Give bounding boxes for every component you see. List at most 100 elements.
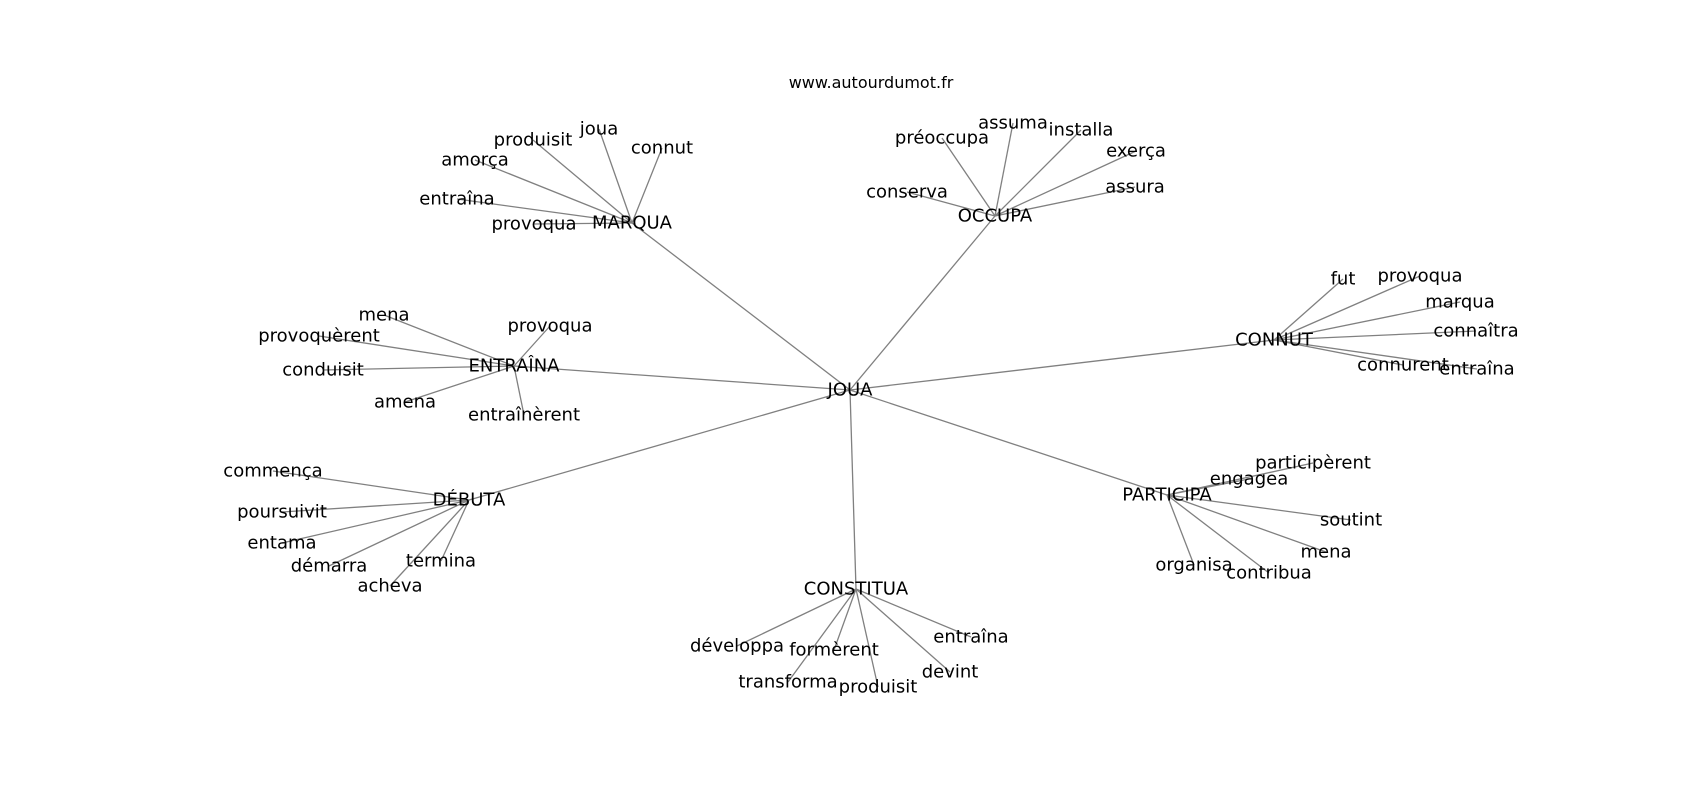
center-node[interactable]: JOUA [827, 380, 874, 401]
leaf-node[interactable]: devint [922, 662, 979, 683]
leaf-node[interactable]: produisit [494, 130, 573, 151]
edge-hub-to-leaf [1273, 301, 1461, 341]
leaf-node[interactable]: engagea [1210, 469, 1288, 490]
leaf-node[interactable]: joua [579, 119, 618, 140]
leaf-node[interactable]: participèrent [1255, 453, 1371, 474]
leaf-node[interactable]: connaîtra [1433, 321, 1518, 342]
leaf-node[interactable]: provoqua [492, 214, 577, 235]
edge-hub-to-leaf [440, 499, 470, 562]
edge-hub-to-leaf [456, 198, 633, 224]
leaf-node[interactable]: conduisit [282, 360, 364, 381]
leaf-node[interactable]: entama [247, 533, 316, 554]
leaf-node[interactable]: développa [690, 636, 784, 657]
leaf-node[interactable]: transforma [738, 672, 837, 693]
leaf-node[interactable]: commença [223, 461, 322, 482]
edge-hub-to-leaf [281, 499, 470, 544]
leaf-node[interactable]: préoccupa [895, 128, 989, 149]
leaf-node[interactable]: acheva [357, 576, 422, 597]
leaf-node[interactable]: amena [374, 392, 436, 413]
leaf-node[interactable]: marqua [1425, 292, 1495, 313]
edge-hub-to-leaf [532, 139, 633, 224]
leaf-node[interactable]: entraîna [419, 189, 494, 210]
hub-node[interactable]: ENTRAÎNA [468, 355, 560, 377]
edge-center-to-hub [849, 389, 1168, 496]
leaf-node[interactable]: formèrent [789, 640, 879, 661]
leaf-node[interactable]: entraîna [933, 627, 1008, 648]
hub-node[interactable]: DÉBUTA [433, 489, 506, 511]
leaf-node[interactable]: conserva [866, 182, 948, 203]
edge-hub-to-leaf [1273, 339, 1478, 370]
edge-hub-to-leaf [1166, 494, 1352, 521]
hub-node[interactable]: CONNUT [1235, 330, 1314, 351]
site-watermark: www.autourdumot.fr [788, 73, 954, 92]
hub-node[interactable]: CONSTITUA [804, 579, 909, 600]
edge-hub-to-leaf [1166, 494, 1327, 553]
leaf-node[interactable]: amorça [441, 150, 509, 171]
leaf-node[interactable]: organisa [1155, 555, 1232, 576]
edge-hub-to-leaf [1273, 339, 1404, 366]
edge-hub-to-leaf [1273, 330, 1477, 341]
edge-hub-to-leaf [513, 365, 525, 416]
leaf-node[interactable]: contribua [1226, 563, 1312, 584]
edge-hub-to-leaf [318, 335, 515, 367]
edge-hub-to-leaf [787, 588, 857, 683]
leaf-node[interactable]: entraîna [1439, 359, 1514, 380]
edge-hub-to-leaf [906, 191, 996, 217]
edge-hub-to-leaf [994, 122, 1014, 217]
leaf-node[interactable]: assura [1105, 177, 1165, 198]
edge-hub-to-leaf [994, 150, 1137, 217]
edge-center-to-hub [849, 215, 996, 391]
leaf-node[interactable]: démarra [291, 556, 368, 577]
edge-center-to-hub [468, 389, 851, 501]
leaf-node[interactable]: fut [1331, 269, 1356, 290]
edge-hub-to-leaf [533, 222, 633, 225]
edge-hub-to-leaf [272, 470, 470, 501]
leaf-node[interactable]: installa [1049, 120, 1114, 141]
edge-hub-to-leaf [281, 499, 470, 513]
edge-hub-to-leaf [833, 588, 857, 651]
hub-node[interactable]: MARQUA [592, 213, 673, 234]
leaf-node[interactable]: mena [358, 305, 409, 326]
leaf-node[interactable]: poursuivit [237, 502, 327, 523]
edge-hub-to-leaf [1166, 478, 1250, 496]
edge-hub-to-leaf [941, 137, 996, 217]
graph-labels: JOUA MARQUA produisit joua connut amorça entra… [223, 113, 1518, 698]
leaf-node[interactable]: soutint [1320, 510, 1382, 531]
edge-hub-to-leaf [389, 499, 470, 587]
edge-hub-to-leaf [994, 186, 1136, 217]
leaf-node[interactable]: assuma [978, 113, 1048, 134]
leaf-node[interactable]: exerça [1106, 141, 1166, 162]
hub-node[interactable]: OCCUPA [958, 206, 1033, 227]
edge-hub-to-leaf [631, 147, 663, 224]
edge-hub-to-leaf [1166, 494, 1195, 566]
leaf-node[interactable]: mena [1300, 542, 1351, 563]
edge-hub-to-leaf [1166, 494, 1270, 574]
leaf-node[interactable]: provoqua [508, 316, 593, 337]
edge-hub-to-leaf [513, 325, 551, 367]
edge-hub-to-leaf [855, 588, 951, 673]
edge-hub-to-leaf [474, 159, 633, 224]
edge-center-to-hub [513, 365, 851, 391]
edge-hub-to-leaf [736, 588, 857, 647]
edge-hub-to-leaf [383, 314, 515, 367]
leaf-node[interactable]: produisit [839, 677, 918, 698]
leaf-node[interactable]: connut [631, 138, 693, 159]
edge-hub-to-leaf [328, 499, 470, 567]
edge-hub-to-leaf [1273, 275, 1421, 341]
edge-hub-to-leaf [855, 588, 879, 688]
leaf-node[interactable]: entraînèrent [468, 405, 580, 426]
leaf-node[interactable]: provoquèrent [258, 326, 380, 347]
edge-hub-to-leaf [1273, 278, 1344, 341]
leaf-node[interactable]: termina [406, 551, 476, 572]
graph-edges [272, 122, 1478, 688]
edge-hub-to-leaf [322, 365, 515, 371]
edge-hub-to-leaf [404, 365, 515, 403]
hub-node[interactable]: PARTICIPA [1122, 485, 1212, 506]
leaf-node[interactable]: connurent [1357, 355, 1449, 376]
edge-hub-to-leaf [598, 128, 633, 224]
edge-hub-to-leaf [994, 129, 1082, 217]
edge-center-to-hub [849, 339, 1275, 391]
edge-center-to-hub [631, 222, 851, 391]
leaf-node[interactable]: provoqua [1378, 266, 1463, 287]
